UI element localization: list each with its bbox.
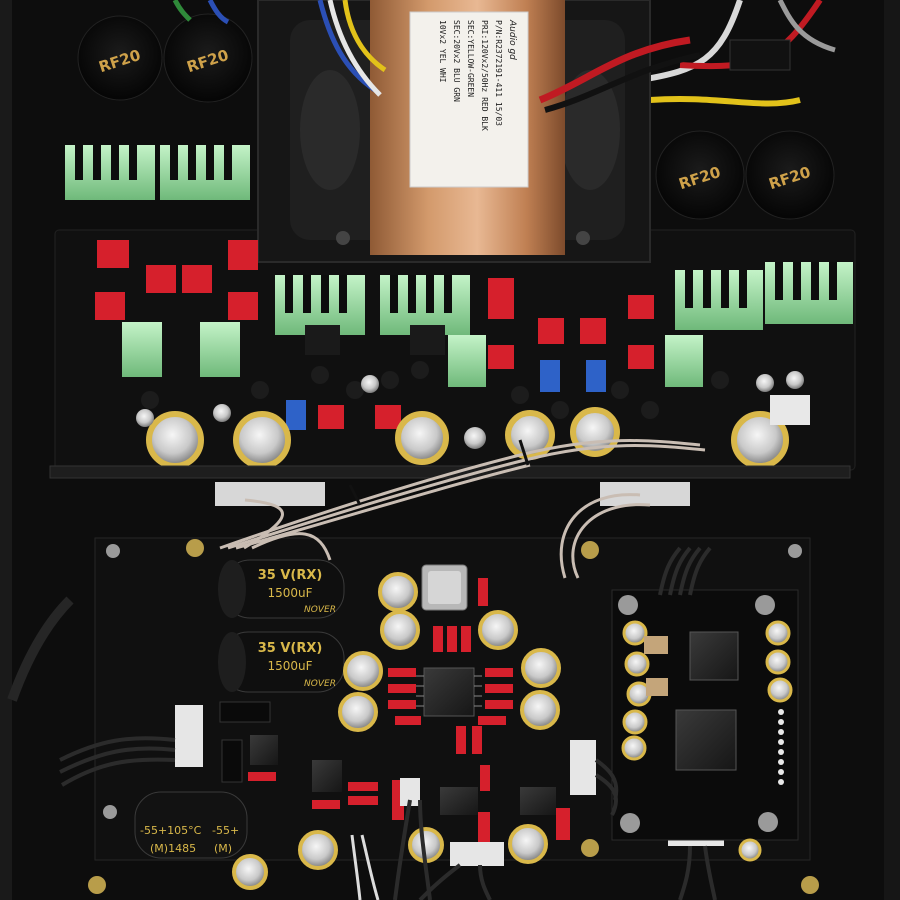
cap-voltage-text: 35 V(RX): [258, 641, 323, 656]
receiver-pad-row: [778, 709, 784, 785]
transformer-line: SEC:20Vx2 BLU GRN: [452, 20, 461, 102]
ceramic-block: [215, 482, 325, 506]
electrolytic-capacitor-upper: [395, 411, 449, 465]
electrolytic-capacitor-1500uf-bottom: 35 V(RX) 1500uF NOVER: [218, 631, 345, 693]
trimmer-potentiometer: [586, 360, 606, 392]
filter-capacitor-top-right-1: RF20: [655, 130, 745, 220]
cap-brand-text: NOVER: [304, 679, 336, 689]
dac-chip-pins: [416, 675, 482, 707]
heatsink-small: [448, 335, 486, 387]
op-amp-chip: [520, 787, 556, 815]
cap-temperature-text-2: -55+: [212, 824, 239, 837]
receiver-inductors: [644, 636, 668, 696]
heatsink-right-a: [675, 270, 763, 330]
receiver-standoffs: [618, 595, 778, 833]
transformer-mount-screw: [336, 231, 350, 245]
connector-small: [400, 778, 420, 806]
op-amp-chip: [312, 760, 342, 792]
wire-blue: [207, 0, 230, 25]
pcb-standoffs: [88, 539, 819, 894]
small-capacitors-upper: [136, 371, 804, 449]
electrolytic-capacitor-bottom-left: -55+105°C (M)1485 -55+ (M): [134, 791, 248, 859]
receiver-chip-lower: [675, 709, 737, 771]
electrolytic-capacitor-upper: [146, 411, 204, 469]
dac-chip: [423, 667, 475, 717]
connector-right: [570, 740, 596, 795]
ceramic-block: [600, 482, 690, 506]
trimmer-potentiometer: [286, 400, 306, 430]
small-electrolytic-caps-dac: [232, 572, 561, 890]
op-amp-chip: [250, 735, 278, 765]
connector-bottom: [450, 842, 504, 866]
smd-resistors-red: [248, 578, 570, 842]
transformer-line: PRI:120Vx2/50Hz RED BLK: [480, 20, 489, 131]
cap-series-text: (M)1485: [150, 842, 196, 855]
cap-temperature-text: -55+105°C: [140, 824, 202, 837]
pin-header: [219, 701, 271, 723]
transformer-mount-screw: [576, 231, 590, 245]
transistors-upper: [141, 361, 729, 419]
wire-black: [544, 52, 701, 113]
wire-white: [639, 0, 743, 83]
board-divider-plate: [49, 465, 851, 479]
receiver-caps: [621, 620, 793, 862]
electrolytic-capacitor-upper: [505, 410, 555, 460]
op-amp-chip: [440, 787, 478, 815]
cap-series-text-2: (M): [214, 842, 232, 855]
receiver-chip-upper: [689, 631, 739, 681]
connector-4pin-left: [175, 705, 203, 767]
heatsink-small: [665, 335, 703, 387]
cable-ties: [348, 439, 530, 506]
trimmer-potentiometer: [540, 360, 560, 392]
cap-capacity-text: 1500uF: [267, 659, 312, 673]
transformer-label: Audio gd P/N:R2372191-411 15/03 PRI:120V…: [409, 11, 529, 188]
electrolytic-capacitor-upper: [233, 411, 291, 469]
filter-capacitor-top-left-1: RF20: [77, 15, 163, 101]
heatsink-right-b: [765, 262, 853, 324]
transformer-brand: Audio gd: [507, 19, 517, 60]
twisted-signal-wires: [219, 439, 706, 579]
cap-brand-text: NOVER: [304, 605, 336, 615]
filter-capacitor-top-left-2: RF20: [163, 13, 253, 103]
black-wire-bundle: [59, 546, 717, 900]
pin-header: [221, 739, 243, 783]
left-cable-bundle: [7, 596, 74, 702]
filter-capacitor-top-right-2: RF20: [745, 130, 835, 220]
red-film-capacitors-upper: [95, 240, 654, 429]
wire-blue: [317, 0, 377, 93]
transformer-line: SEC:YELLOW-GREEN: [466, 20, 475, 97]
chassis-right-wall: [884, 0, 900, 900]
wire-yellow: [649, 95, 801, 107]
wire-yellow: [342, 0, 387, 73]
transformer-line: 10Vx2 YEL WHI: [438, 20, 447, 83]
heatsink-left-b: [160, 145, 250, 200]
transformer-winding-left: [300, 70, 360, 190]
wire-red-black-twisted: [538, 36, 691, 104]
chassis-left-wall: [0, 0, 12, 900]
wire-white: [327, 0, 382, 97]
heatsink-center-b: [380, 275, 470, 355]
fuse-holder: [729, 39, 791, 71]
heatsink-small: [122, 322, 162, 377]
heatsink-center-a: [275, 275, 365, 355]
cap-capacity-text: 1500uF: [267, 586, 312, 600]
wire-green: [172, 0, 192, 22]
cap-voltage-text: 35 V(RX): [258, 568, 323, 583]
heatsink-small: [200, 322, 240, 377]
connector-header: [770, 395, 810, 425]
transformer-line: P/N:R2372191-411 15/03: [494, 20, 503, 126]
crystal-oscillator-lid: [428, 571, 461, 604]
electrolytic-capacitor-1500uf-top: 35 V(RX) 1500uF NOVER: [218, 559, 345, 619]
white-wires-bottom: [350, 834, 380, 900]
wire-grey: [777, 0, 836, 53]
heatsink-left-a: [65, 145, 155, 200]
